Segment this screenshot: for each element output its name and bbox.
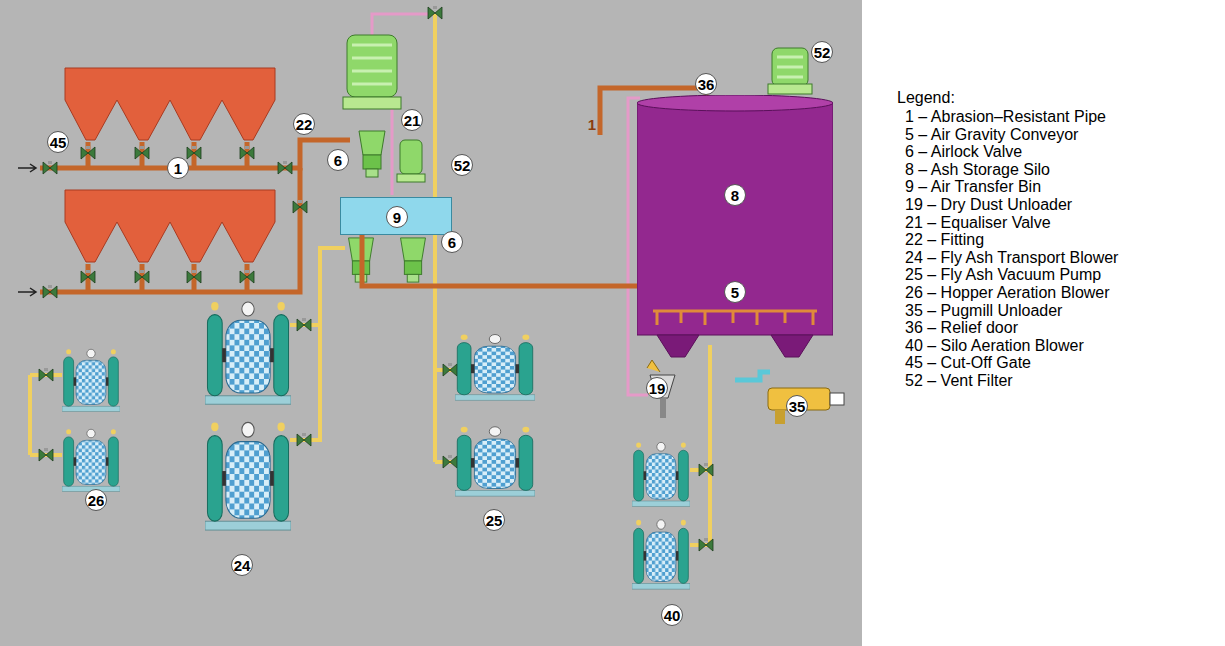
callout-number: 35 xyxy=(786,395,809,417)
ash-silo: 8 xyxy=(637,95,833,370)
callout-number: 6 xyxy=(327,149,349,171)
silo-cones xyxy=(657,335,813,357)
legend-entry: 9 – Air Transfer Bin xyxy=(897,178,1118,196)
callout-number: 9 xyxy=(386,206,408,228)
callout-number: 6 xyxy=(441,231,463,253)
legend-entry: 22 – Fitting xyxy=(897,231,1118,249)
callout-number: 5 xyxy=(724,281,746,303)
callout-number: 1 xyxy=(167,157,189,179)
callout-number: 19 xyxy=(646,377,669,399)
callout-number: 45 xyxy=(47,131,70,153)
legend-entry: 52 – Vent Filter xyxy=(897,372,1118,390)
legend-entry: 1 – Abrasion–Resistant Pipe xyxy=(897,108,1118,126)
legend-entry: 21 – Equaliser Valve xyxy=(897,214,1118,232)
legend-entry: 40 – Silo Aeration Blower xyxy=(897,337,1118,355)
gravity-conveyor xyxy=(653,311,817,325)
callout-number: 52 xyxy=(811,41,834,63)
legend-entry: 8 – Ash Storage Silo xyxy=(897,161,1118,179)
callout-number: 8 xyxy=(724,184,746,206)
legend-entry: 19 – Dry Dust Unloader xyxy=(897,196,1118,214)
legend: 1 – Abrasion–Resistant Pipe5 – Air Gravi… xyxy=(897,108,1118,390)
callout-number: 24 xyxy=(231,554,254,576)
legend-entry: 36 – Relief door xyxy=(897,319,1118,337)
legend-entry: 35 – Pugmill Unloader xyxy=(897,302,1118,320)
callout-number: 26 xyxy=(85,489,108,511)
callout-number: 40 xyxy=(661,604,684,626)
callout-number: 52 xyxy=(451,154,474,176)
legend-entry: 45 – Cut-Off Gate xyxy=(897,354,1118,372)
legend-entry: 24 – Fly Ash Transport Blower xyxy=(897,249,1118,267)
callout-number: 21 xyxy=(401,109,424,131)
ash-pipe xyxy=(362,235,637,286)
silo-body xyxy=(637,103,833,335)
silo-top xyxy=(637,95,833,111)
legend-entry: 25 – Fly Ash Vacuum Pump xyxy=(897,266,1118,284)
legend-title: Legend: xyxy=(897,89,955,107)
silo-shape xyxy=(637,95,833,370)
callout-number: 25 xyxy=(483,509,506,531)
legend-entry: 6 – Airlock Valve xyxy=(897,143,1118,161)
callout-number: 36 xyxy=(695,73,718,95)
pipe-tag: 1 xyxy=(588,116,596,133)
callout-number: 22 xyxy=(293,113,316,135)
legend-entry: 5 – Air Gravity Conveyor xyxy=(897,126,1118,144)
transfer-bin: 9 xyxy=(340,197,452,235)
legend-entry: 26 – Hopper Aeration Blower xyxy=(897,284,1118,302)
